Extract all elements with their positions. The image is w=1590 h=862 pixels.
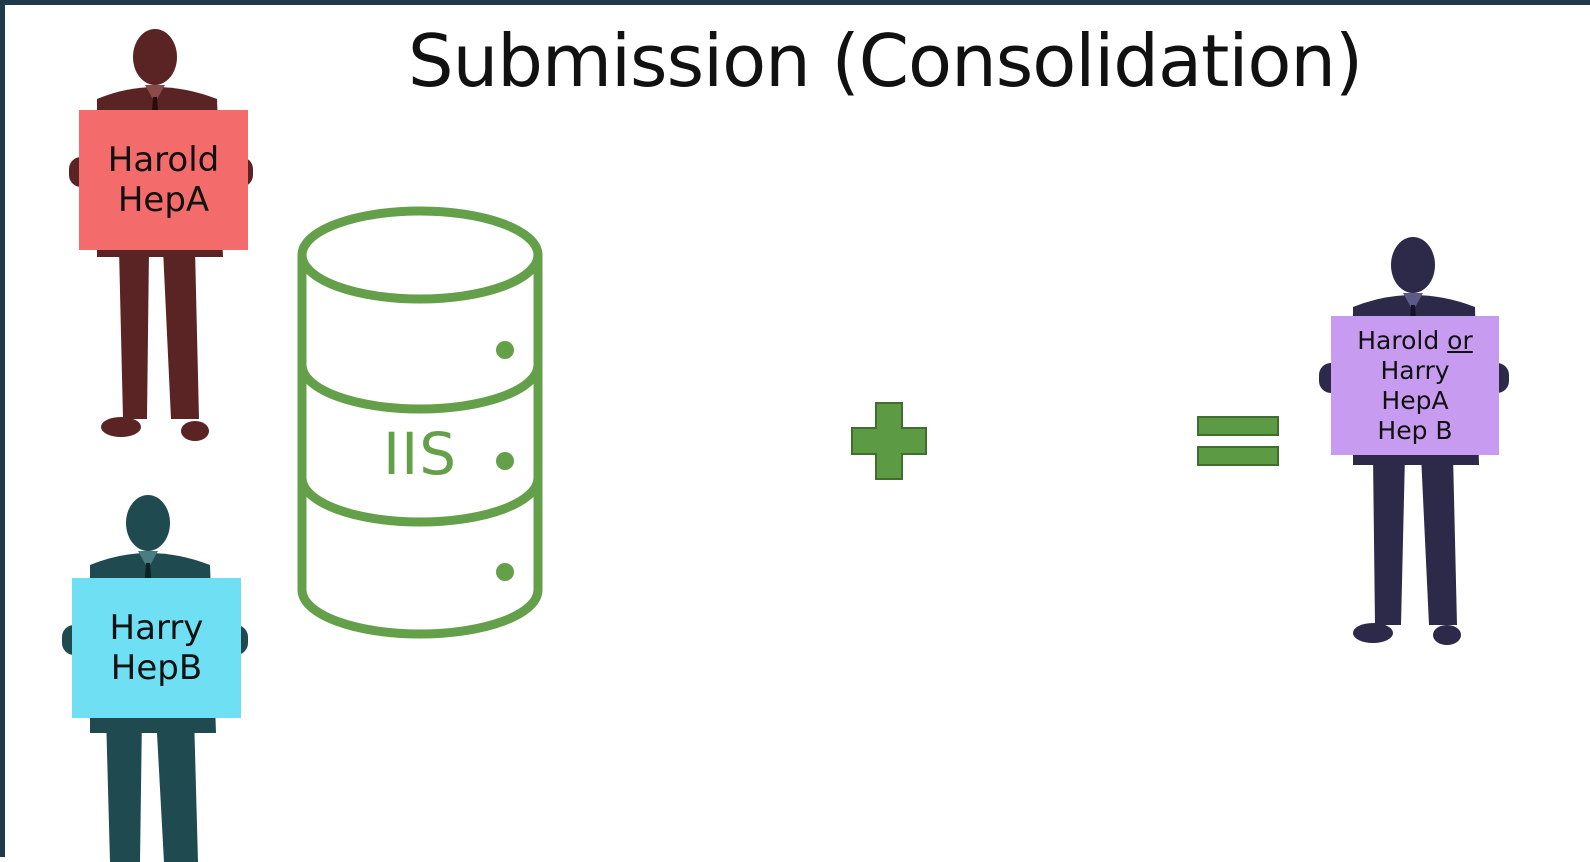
- sign-harry-vaccine: HepB: [110, 648, 203, 688]
- sign-consolidated-name-a: Harold: [1357, 325, 1440, 355]
- equals-icon: [1197, 416, 1279, 466]
- plus-icon: [851, 402, 927, 480]
- database-label: IIS: [383, 420, 458, 488]
- sign-consolidated-name-b: Harry: [1380, 355, 1450, 385]
- sign-harold: Harold HepA: [79, 110, 248, 250]
- person-consolidated: Harold or Harry HepA Hep B: [1317, 233, 1512, 653]
- sign-consolidated-vaccine-b: Hep B: [1377, 415, 1453, 445]
- sign-consolidated-or: or: [1447, 325, 1473, 355]
- sign-harold-vaccine: HepA: [117, 180, 210, 220]
- slide-title: Submission (Consolidation): [407, 19, 1363, 103]
- person-harold: Harold HepA: [67, 27, 262, 447]
- sign-harold-name: Harold: [107, 140, 220, 180]
- database-icon: [297, 206, 543, 639]
- sign-consolidated-vaccine-a: HepA: [1381, 385, 1449, 415]
- sign-harry-name: Harry: [109, 608, 204, 648]
- sign-consolidated-line-1: Harold or: [1357, 326, 1473, 356]
- sign-harry: Harry HepB: [72, 578, 241, 718]
- sign-consolidated: Harold or Harry HepA Hep B: [1331, 316, 1499, 455]
- person-harry: Harry HepB: [60, 493, 255, 862]
